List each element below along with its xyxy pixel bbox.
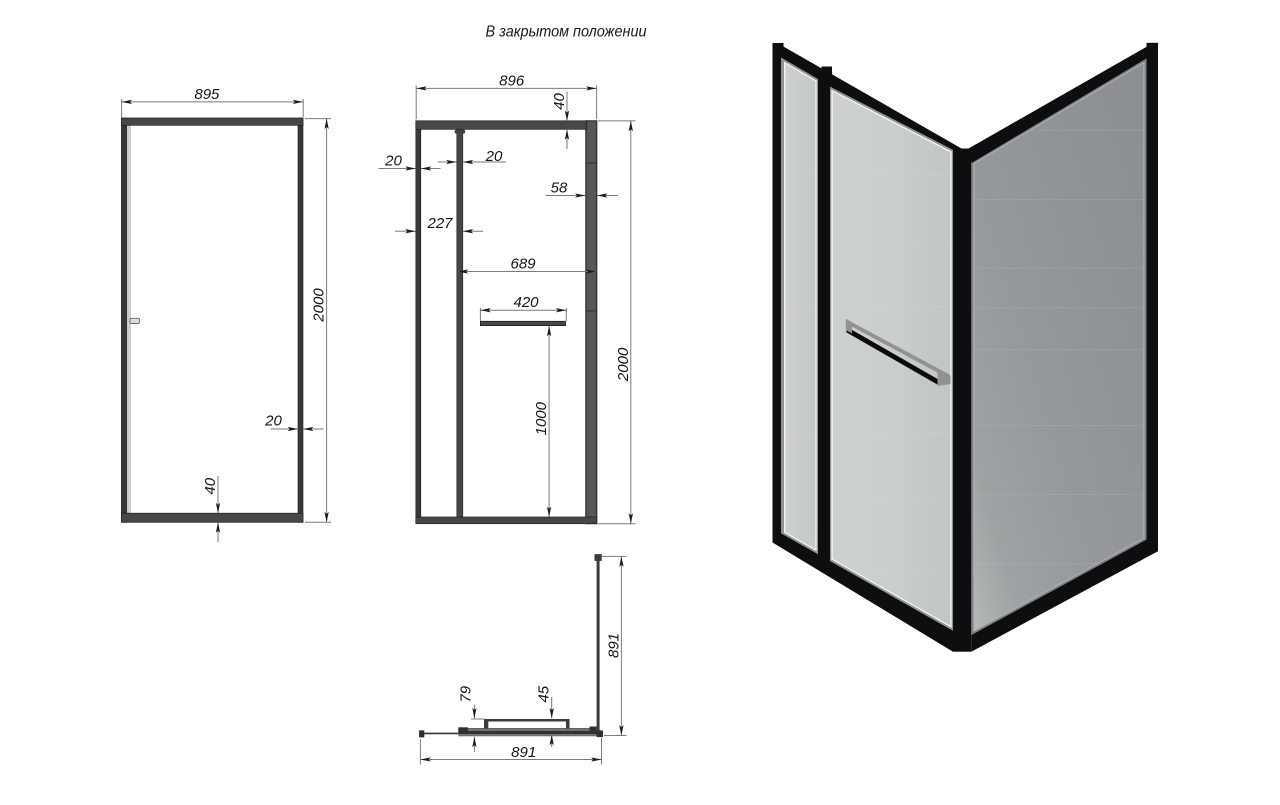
svg-text:20: 20 xyxy=(264,413,282,430)
svg-text:896: 896 xyxy=(499,72,525,89)
svg-text:891: 891 xyxy=(606,633,623,658)
svg-text:2000: 2000 xyxy=(311,288,328,323)
svg-text:79: 79 xyxy=(458,685,475,702)
svg-text:227: 227 xyxy=(426,215,453,232)
svg-text:В закрытом положении: В закрытом положении xyxy=(486,23,647,40)
svg-text:58: 58 xyxy=(551,179,568,196)
svg-text:420: 420 xyxy=(513,294,539,311)
svg-text:20: 20 xyxy=(485,148,503,165)
svg-text:20: 20 xyxy=(384,152,402,169)
svg-text:689: 689 xyxy=(510,255,536,272)
svg-text:45: 45 xyxy=(535,685,552,702)
svg-text:1000: 1000 xyxy=(533,401,550,435)
svg-text:895: 895 xyxy=(194,86,220,103)
svg-text:2000: 2000 xyxy=(615,347,632,382)
svg-text:40: 40 xyxy=(551,93,568,110)
svg-text:40: 40 xyxy=(202,477,219,494)
svg-text:891: 891 xyxy=(511,744,536,761)
